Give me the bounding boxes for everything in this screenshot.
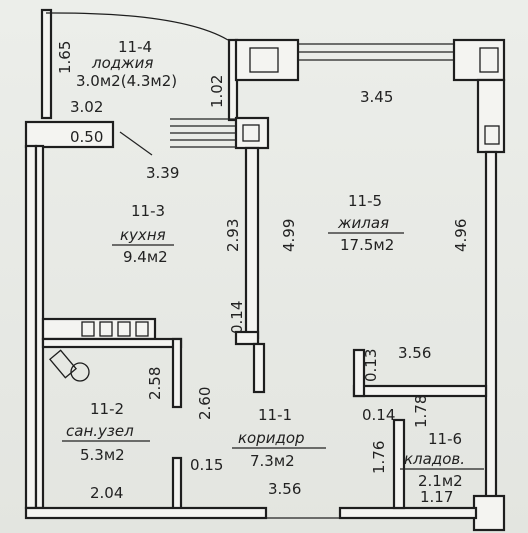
living-name: жилая <box>337 214 389 232</box>
dim-bath-door: 0.15 <box>190 456 223 474</box>
living-window <box>298 43 454 61</box>
bottom-wall-left <box>24 506 268 520</box>
dim-partition-length: 4.99 <box>280 219 298 252</box>
dim-closet-depth-b: 1.76 <box>370 441 388 474</box>
niche-block <box>24 120 115 149</box>
living-right-block <box>476 78 506 154</box>
closet-left-wall <box>392 418 406 510</box>
storage-name: кладов. <box>404 450 465 468</box>
living-area: 17.5м2 <box>340 236 394 254</box>
dimensions: 1.65 1.02 3.02 0.50 3.39 2.93 4.99 3.45 … <box>56 41 470 506</box>
right-bottom-corner <box>472 494 506 532</box>
corridor-number: 11-1 <box>258 406 292 424</box>
dim-closet-depth-a: 1.78 <box>412 395 430 428</box>
loggia-name: лоджия <box>91 54 153 72</box>
bath-name: сан.узел <box>66 422 134 440</box>
dim-bath-width: 2.04 <box>90 484 123 502</box>
left-outer-wall <box>24 144 38 510</box>
living-top-left-corner-inner <box>249 47 279 73</box>
toilet <box>49 349 90 382</box>
kitchen-top-wall <box>234 116 270 150</box>
dim-living-width: 3.45 <box>360 88 393 106</box>
room-kitchen: 11-3 кухня 9.4м2 <box>112 202 174 266</box>
right-outer-wall <box>484 150 498 502</box>
dim-living-length: 4.96 <box>452 219 470 252</box>
storage-area: 2.1м2 <box>418 472 463 490</box>
dim-bath-length-b: 2.60 <box>196 387 214 420</box>
kitchen-top-wall-inner <box>242 124 260 142</box>
dim-living-lower-width: 3.56 <box>398 344 431 362</box>
dim-niche: 0.50 <box>70 128 103 146</box>
loggia-curved-wall <box>45 12 229 41</box>
dim-kitchen-width: 3.39 <box>146 164 179 182</box>
corridor-partition <box>252 342 266 394</box>
kitchen-area: 9.4м2 <box>123 248 168 266</box>
closet-left-stub <box>352 348 366 398</box>
dim-bath-length-a: 2.58 <box>146 367 164 400</box>
bath-top-wall <box>41 337 183 349</box>
bath-area: 5.3м2 <box>80 446 125 464</box>
dim-wall-stub: 0.14 <box>228 301 246 334</box>
kitchen-name: кухня <box>120 226 166 244</box>
partition-wall <box>244 146 260 340</box>
dim-loggia-depth: 1.02 <box>208 75 226 108</box>
living-right-block-inner <box>484 125 500 145</box>
room-corridor: 11-1 коридор 7.3м2 <box>232 406 326 470</box>
corridor-area: 7.3м2 <box>250 452 295 470</box>
niche-diagonal <box>119 131 153 156</box>
partition-stub <box>234 330 260 346</box>
bottom-wall-right <box>338 506 478 520</box>
bath-door-stub <box>171 456 183 512</box>
dim-kitchen-length: 2.93 <box>224 219 242 252</box>
dim-closet-width: 1.17 <box>420 488 453 506</box>
kitchen-number: 11-3 <box>131 202 165 220</box>
loggia-number: 11-4 <box>118 38 152 56</box>
living-top-left-corner <box>234 38 300 82</box>
dim-loggia-width: 3.02 <box>70 98 103 116</box>
room-living: 11-5 жилая 17.5м2 <box>328 192 404 254</box>
storage-number: 11-6 <box>428 430 462 448</box>
corridor-name: коридор <box>238 429 305 447</box>
dim-closet-wall: 0.14 <box>362 406 395 424</box>
room-bath: 11-2 сан.узел 5.3м2 <box>62 400 150 464</box>
kitchen-window <box>170 118 236 148</box>
walls <box>24 8 506 532</box>
dim-closet-stub: 0.13 <box>362 349 380 382</box>
living-number: 11-5 <box>348 192 382 210</box>
loggia-left-wall <box>40 8 53 120</box>
bath-right-wall <box>171 337 183 409</box>
living-top-right-corner <box>452 38 506 82</box>
loggia-area: 3.0м2(4.3м2) <box>76 72 177 90</box>
dim-corridor-width: 3.56 <box>268 480 301 498</box>
room-loggia: 11-4 лоджия 3.0м2(4.3м2) <box>76 38 177 90</box>
closet-top-wall <box>352 384 488 398</box>
dim-loggia-height: 1.65 <box>56 41 74 74</box>
room-storage: 11-6 кладов. 2.1м2 <box>400 430 484 490</box>
bath-number: 11-2 <box>90 400 124 418</box>
living-top-right-corner-inner <box>479 47 499 73</box>
